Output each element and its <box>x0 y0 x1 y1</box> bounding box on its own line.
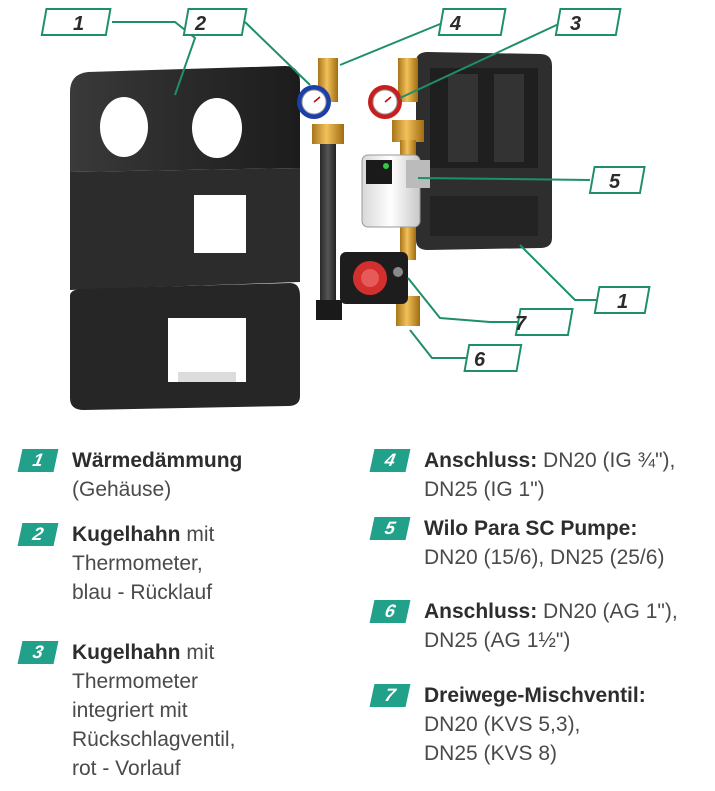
leader-1b <box>519 244 600 301</box>
callout-4: 4 <box>437 8 507 36</box>
back-insulation-shell <box>416 52 552 250</box>
leader-5 <box>417 177 591 181</box>
leader-3 <box>399 21 564 99</box>
svg-text:4: 4 <box>449 13 461 35</box>
legend-badge: 2 <box>17 523 59 546</box>
callout-1b: 1 <box>593 286 651 314</box>
pump <box>361 154 430 228</box>
return-line <box>297 58 344 320</box>
svg-text:2: 2 <box>194 13 206 35</box>
svg-text:3: 3 <box>570 13 581 35</box>
pump-group-diagram: 1 2 4 3 5 1 7 6 <box>40 8 651 410</box>
legend-badge: 1 <box>17 449 59 472</box>
svg-text:6: 6 <box>474 349 486 371</box>
legend-badge: 7 <box>369 684 411 707</box>
leader-4 <box>339 21 446 66</box>
legend-badge: 3 <box>17 641 59 664</box>
callout-7: 7 <box>514 308 574 336</box>
legend-badge: 6 <box>369 600 411 623</box>
svg-text:7: 7 <box>515 313 527 335</box>
callout-2: 2 <box>182 8 248 36</box>
legend-badge: 5 <box>369 517 411 540</box>
leader-6 <box>409 329 470 359</box>
svg-text:1: 1 <box>73 13 84 35</box>
svg-text:5: 5 <box>609 171 621 193</box>
svg-text:1: 1 <box>617 291 628 313</box>
leader-7 <box>407 277 520 323</box>
callout-6: 6 <box>463 344 523 372</box>
mixing-valve <box>340 252 408 304</box>
legend-badge: 4 <box>369 449 411 472</box>
callout-1a: 1 <box>40 8 112 36</box>
front-insulation-shell <box>70 66 300 410</box>
callout-5: 5 <box>588 166 646 194</box>
callout-3: 3 <box>554 8 622 36</box>
leader-2 <box>244 21 311 86</box>
